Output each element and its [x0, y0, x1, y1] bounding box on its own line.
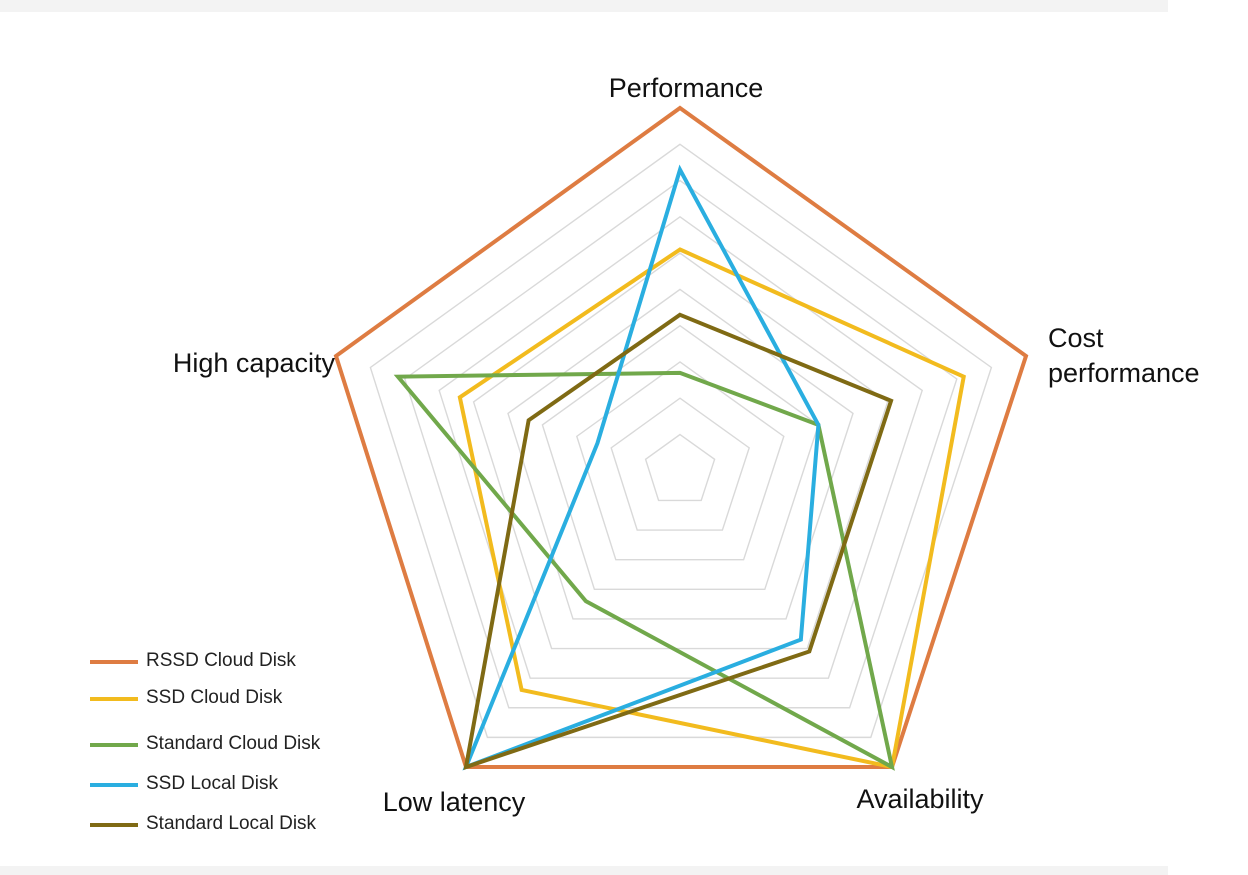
- series-rssd-cloud-disk: [333, 105, 1029, 769]
- series-standard-local-disk: [463, 312, 894, 770]
- grid-ring: [438, 215, 924, 679]
- grid-ring: [403, 179, 958, 709]
- axis-label-performance: Performance: [609, 73, 764, 103]
- bottom-border-strip: [0, 866, 1168, 875]
- grid-ring: [610, 397, 751, 531]
- legend-label-standard-cloud-disk: Standard Cloud Disk: [146, 733, 321, 754]
- grid-ring: [369, 143, 993, 739]
- grid-ring: [575, 361, 785, 561]
- radar-series: [333, 105, 1029, 771]
- legend-label-standard-local-disk: Standard Local Disk: [146, 813, 317, 834]
- axis-label-high-capacity: High capacity: [173, 348, 336, 378]
- grid-ring: [507, 288, 854, 620]
- legend-label-rssd-cloud-disk: RSSD Cloud Disk: [146, 650, 296, 671]
- series-ssd-cloud-disk: [457, 247, 966, 770]
- axis-label-availability: Availability: [856, 784, 984, 814]
- radar-grid: [369, 143, 993, 739]
- legend-label-ssd-local-disk: SSD Local Disk: [146, 773, 278, 794]
- top-border-strip: [0, 0, 1168, 12]
- series-standard-cloud-disk: [393, 370, 895, 771]
- grid-ring: [541, 324, 820, 590]
- grid-ring: [644, 433, 716, 502]
- legend-label-ssd-cloud-disk: SSD Cloud Disk: [146, 687, 283, 708]
- series-ssd-local-disk: [462, 164, 821, 771]
- axis-label-low-latency: Low latency: [383, 787, 526, 817]
